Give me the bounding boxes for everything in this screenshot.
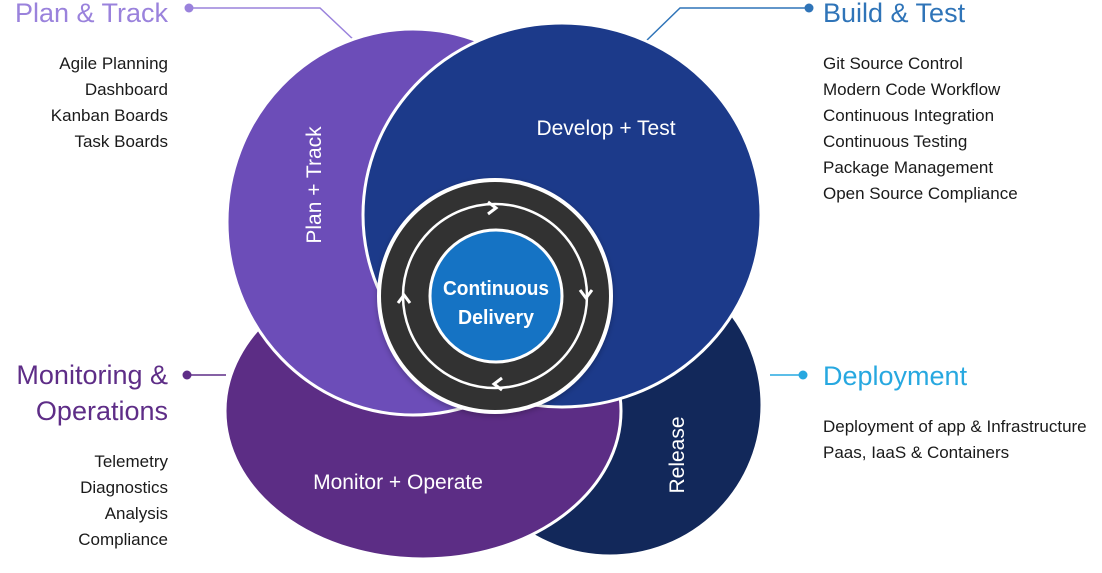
cycle-arrow-top-icon xyxy=(487,200,499,216)
cycle-arrow-right-icon xyxy=(578,289,594,301)
continuous-delivery-circle xyxy=(428,228,564,364)
plan-track-label: Plan + Track xyxy=(303,126,326,244)
list-item: Analysis xyxy=(104,504,168,523)
monitoring-list: Telemetry Diagnostics Analysis Complianc… xyxy=(0,449,168,553)
connector-build-test xyxy=(644,3,814,43)
list-item: Compliance xyxy=(78,530,168,549)
list-item: Kanban Boards xyxy=(50,106,168,125)
cycle-arrow-bottom-icon xyxy=(491,376,503,392)
list-item: Diagnostics xyxy=(80,478,168,497)
plan-track-heading: Plan & Track xyxy=(14,0,168,28)
connector-deployment xyxy=(770,370,808,380)
build-test-heading: Build & Test xyxy=(823,0,966,28)
deployment-heading: Deployment xyxy=(823,361,968,391)
list-item: Continuous Testing xyxy=(823,132,968,151)
cycle-arrow-left-icon xyxy=(396,292,412,304)
build-test-list: Git Source Control Modern Code Workflow … xyxy=(823,51,1018,207)
deployment-list: Deployment of app & Infrastructure Paas,… xyxy=(823,414,1087,466)
list-item: Package Management xyxy=(823,158,994,177)
list-item: Task Boards xyxy=(74,132,168,151)
list-item: Dashboard xyxy=(84,80,168,99)
list-item: Modern Code Workflow xyxy=(823,80,1001,99)
continuous-delivery-line2: Delivery xyxy=(458,307,535,329)
monitor-operate-label: Monitor + Operate xyxy=(313,471,483,494)
connector-monitoring xyxy=(182,370,226,380)
connector-plan-track xyxy=(184,3,357,43)
list-item: Deployment of app & Infrastructure xyxy=(823,417,1087,436)
monitoring-heading-line2: Operations xyxy=(35,396,168,426)
list-item: Agile Planning xyxy=(59,54,168,73)
list-item: Paas, IaaS & Containers xyxy=(823,443,1010,462)
monitoring-heading-line1: Monitoring & xyxy=(16,360,168,390)
monitoring-heading: Monitoring & Operations xyxy=(0,357,168,429)
list-item: Git Source Control xyxy=(823,54,963,73)
list-item: Open Source Compliance xyxy=(823,184,1018,203)
develop-test-label: Develop + Test xyxy=(536,117,675,140)
continuous-delivery-line1: Continuous xyxy=(443,278,549,300)
list-item: Telemetry xyxy=(94,452,168,471)
plan-track-list: Agile Planning Dashboard Kanban Boards T… xyxy=(0,51,168,155)
list-item: Continuous Integration xyxy=(823,106,995,125)
release-label: Release xyxy=(666,416,689,493)
